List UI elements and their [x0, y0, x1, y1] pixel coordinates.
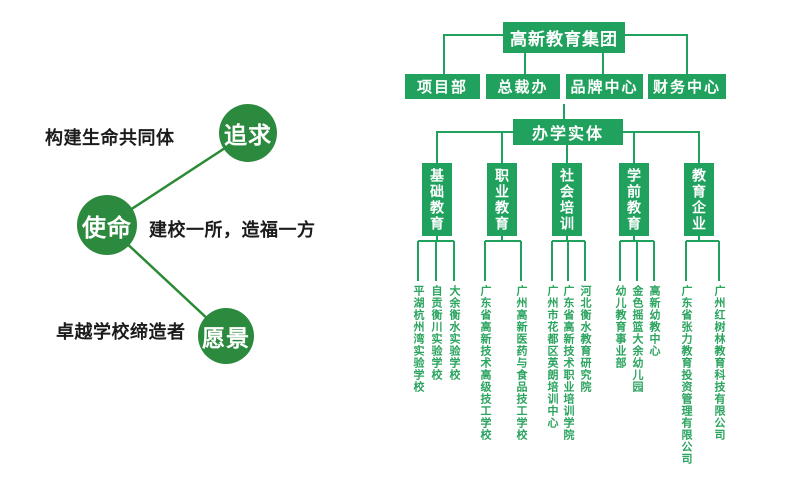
category-box-social-training: 社会培训 — [552, 163, 582, 236]
school-item: 平湖杭州湾实验学校 — [412, 285, 424, 393]
pursuit-circle: 追求 — [219, 104, 277, 162]
mission-circle: 使命 — [77, 195, 137, 255]
vision-caption: 卓越学校缔造者 — [56, 322, 186, 342]
category-box-basic-education: 基础教育 — [422, 163, 452, 236]
school-item: 广州红树林教育科技有限公司 — [713, 285, 725, 441]
school-item: 广州市花都区英朗培训中心 — [546, 285, 558, 429]
category-box-preschool-education: 学前教育 — [619, 163, 649, 236]
mission-caption: 建校一所，造福一方 — [149, 220, 316, 240]
school-item: 广东省张力教育投资管理有限公司 — [680, 285, 692, 465]
school-item: 幼儿教育事业部 — [614, 285, 626, 369]
school-item: 金色摇篮大余幼儿园 — [631, 285, 643, 393]
vision-circle: 愿景 — [198, 308, 254, 364]
category-box-education-enterprise: 教育企业 — [684, 163, 714, 236]
school-item: 大余衡水实验学校 — [448, 285, 460, 381]
dept-box-project: 项目部 — [405, 74, 480, 99]
school-item: 高新幼教中心 — [648, 285, 660, 357]
school-item: 广东省高新技术职业培训学院 — [562, 285, 574, 441]
school-item: 自贡衡川实验学校 — [430, 285, 442, 381]
category-box-vocational-education: 职业教育 — [487, 163, 517, 236]
dept-box-finance-center: 财务中心 — [648, 74, 726, 99]
school-item: 广东省高新技术高级技工学校 — [479, 285, 491, 441]
dept-box-president-office: 总裁办 — [486, 74, 560, 99]
entity-box: 办学实体 — [513, 119, 623, 145]
org-root-box: 高新教育集团 — [503, 22, 625, 53]
dept-box-brand-center: 品牌中心 — [566, 74, 643, 99]
school-item: 广州高新医药与食品技工学校 — [515, 285, 527, 441]
org-links — [417, 34, 720, 281]
pursuit-caption: 构建生命共同体 — [45, 128, 175, 148]
school-item: 河北衡水教育研究院 — [579, 285, 591, 393]
